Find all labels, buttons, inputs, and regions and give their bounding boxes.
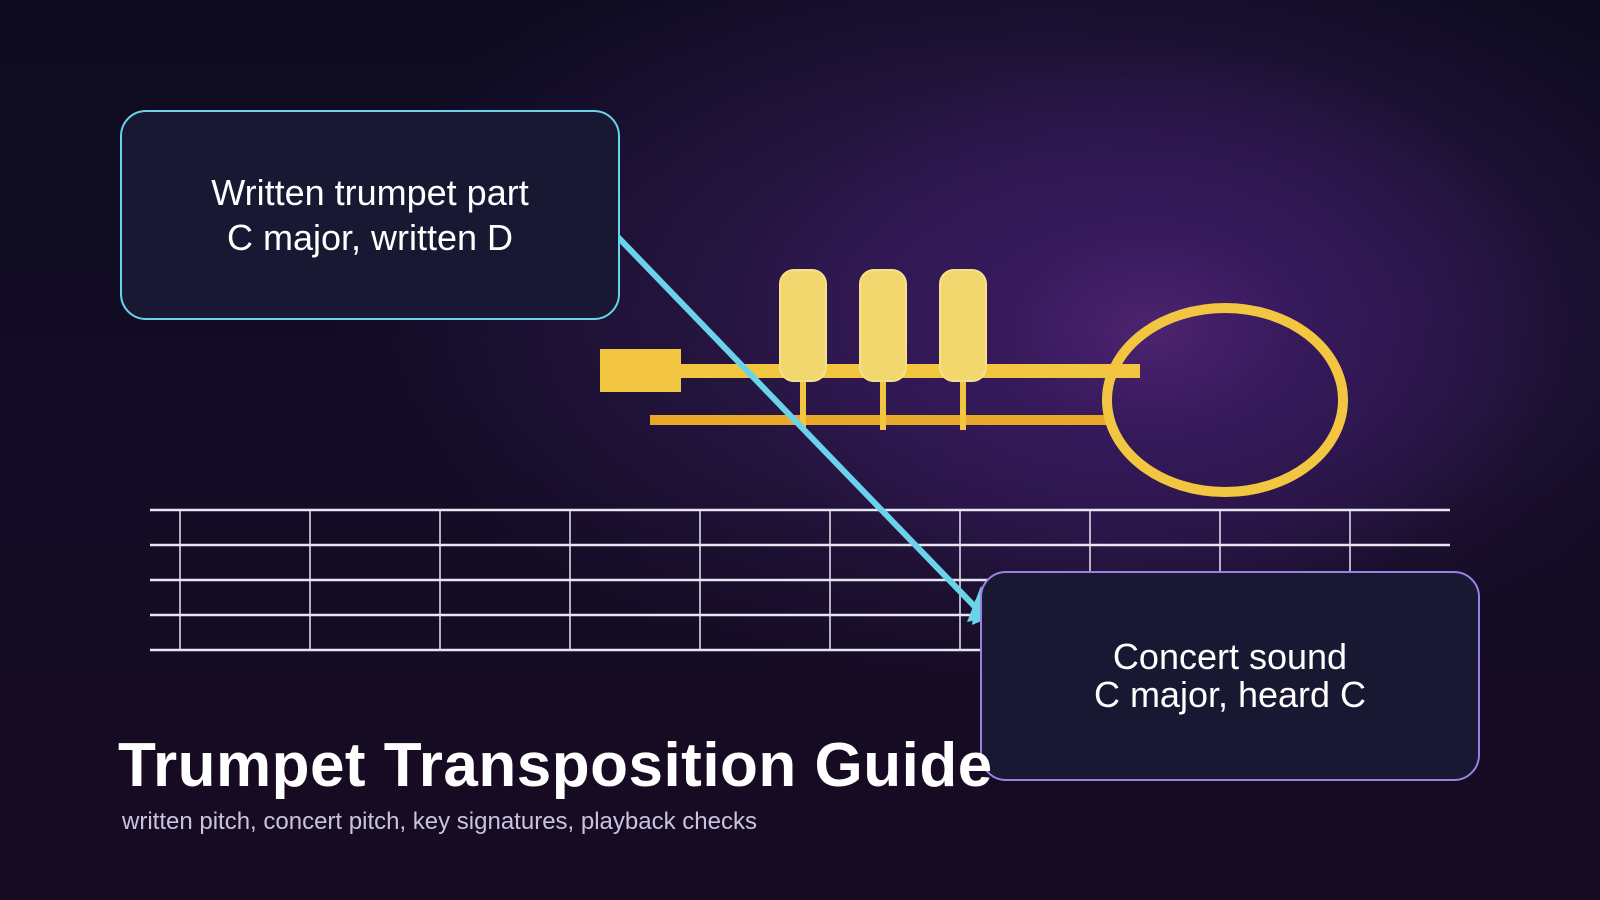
concert-sound-callout: Concert sound C major, heard C xyxy=(980,571,1480,781)
concert-callout-line2: C major, heard C xyxy=(1093,674,1367,715)
written-part-callout: Written trumpet part C major, written D xyxy=(120,110,620,320)
valve-stem-1 xyxy=(800,375,806,430)
valve-3 xyxy=(939,269,987,382)
mouthpiece xyxy=(600,349,681,392)
valve-stem-3 xyxy=(960,375,966,430)
concert-callout-line1: Concert sound xyxy=(1112,636,1348,677)
written-callout-line2: C major, written D xyxy=(226,217,514,258)
trumpet-icon xyxy=(600,269,1348,497)
valve-stem-2 xyxy=(880,375,886,430)
bell xyxy=(1102,303,1348,497)
page-title: Trumpet Transposition Guide xyxy=(118,731,993,800)
written-callout-line1: Written trumpet part xyxy=(211,172,529,213)
page-subtitle: written pitch, concert pitch, key signat… xyxy=(122,808,757,835)
valve-1 xyxy=(779,269,827,382)
valve-2 xyxy=(859,269,907,382)
